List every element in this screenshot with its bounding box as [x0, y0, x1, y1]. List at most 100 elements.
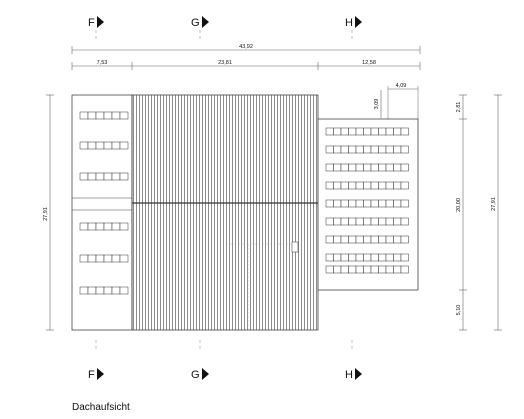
solar-panel — [340, 127, 349, 136]
solar-panel — [79, 141, 89, 150]
solar-panel — [393, 199, 402, 208]
solar-panel — [325, 235, 334, 244]
solar-panel — [355, 217, 364, 226]
solar-panel — [325, 265, 334, 274]
solar-panel — [355, 181, 364, 190]
solar-panel — [340, 199, 349, 208]
solar-panel — [363, 235, 372, 244]
solar-panel — [87, 222, 97, 231]
solar-panel — [370, 235, 379, 244]
solar-panel — [79, 172, 89, 181]
solar-panel — [340, 163, 349, 172]
solar-panel — [370, 163, 379, 172]
solar-panel — [393, 235, 402, 244]
solar-panel — [363, 181, 372, 190]
solar-panel — [95, 286, 105, 295]
solar-panel — [348, 145, 357, 154]
solar-panel — [385, 253, 394, 262]
axis-marker-top-f: F — [88, 16, 104, 29]
axis-marker-bottom-g: G — [191, 368, 209, 381]
solar-panel — [393, 253, 402, 262]
solar-panel — [333, 199, 342, 208]
dimension-label-right-3: 5,10 — [456, 305, 462, 316]
solar-panel — [370, 253, 379, 262]
solar-panel — [378, 199, 387, 208]
solar-panel — [393, 127, 402, 136]
solar-panel — [87, 286, 97, 295]
solar-panel — [355, 163, 364, 172]
solar-panel — [385, 217, 394, 226]
solar-panel — [370, 265, 379, 274]
solar-panel — [325, 145, 334, 154]
solar-panel — [111, 111, 121, 120]
solar-panel — [378, 127, 387, 136]
solar-panel — [333, 145, 342, 154]
solar-panel — [400, 217, 409, 226]
solar-panel — [333, 253, 342, 262]
solar-panel — [363, 199, 372, 208]
solar-panel — [355, 253, 364, 262]
solar-panel — [95, 222, 105, 231]
solar-panel — [103, 286, 113, 295]
solar-panel — [348, 217, 357, 226]
left-wing-solar-panels — [79, 111, 129, 295]
right-wing-solar-panels — [325, 127, 409, 274]
axis-marker-bottom-h: H — [345, 368, 362, 381]
solar-panel — [363, 145, 372, 154]
dimension-small-height: 3,09 — [374, 90, 382, 118]
solar-panel — [355, 265, 364, 274]
solar-panel — [363, 127, 372, 136]
solar-panel — [103, 222, 113, 231]
dimension-label-overall: 43,92 — [239, 44, 253, 50]
solar-panel — [87, 111, 97, 120]
solar-panel — [400, 181, 409, 190]
dimension-left-height: 27,91 — [43, 94, 54, 331]
solar-panel — [400, 199, 409, 208]
solar-panel — [95, 172, 105, 181]
solar-panel — [103, 254, 113, 263]
solar-panel — [348, 163, 357, 172]
solar-panel — [111, 254, 121, 263]
solar-panel — [95, 254, 105, 263]
solar-panel — [378, 181, 387, 190]
axis-label-bottom-h: H — [345, 369, 353, 381]
solar-panel — [355, 199, 364, 208]
solar-panel — [340, 235, 349, 244]
dimension-segments: 7,53 23,81 12,58 — [71, 60, 421, 70]
solar-panel — [111, 286, 121, 295]
axis-marker-top-h: H — [345, 16, 362, 29]
solar-panel — [348, 265, 357, 274]
solar-panel — [103, 111, 113, 120]
solar-panel — [370, 127, 379, 136]
solar-panel — [355, 235, 364, 244]
solar-panel — [95, 111, 105, 120]
solar-panel — [400, 127, 409, 136]
solar-panel — [385, 199, 394, 208]
solar-panel — [119, 254, 129, 263]
solar-panel — [378, 145, 387, 154]
roof-hatch — [291, 241, 299, 253]
right-wing-roof — [317, 118, 419, 291]
solar-panel — [340, 217, 349, 226]
dimension-label-left-height: 27,91 — [43, 207, 49, 221]
dimension-label-right-2: 20,00 — [456, 198, 462, 212]
solar-panel — [325, 127, 334, 136]
dimension-label-small-height: 3,09 — [374, 99, 380, 110]
solar-panel — [400, 253, 409, 262]
solar-panel — [385, 163, 394, 172]
dimension-overall-width: 43,92 — [71, 44, 421, 54]
solar-panel — [333, 163, 342, 172]
solar-panel — [370, 217, 379, 226]
solar-panel — [348, 199, 357, 208]
solar-panel — [340, 181, 349, 190]
solar-panel — [400, 265, 409, 274]
solar-panel — [385, 181, 394, 190]
dimension-label-segment-2: 23,81 — [218, 60, 232, 66]
solar-panel — [393, 181, 402, 190]
axis-marker-top-g: G — [191, 16, 209, 29]
dimension-right-total: 27,91 — [491, 94, 502, 331]
solar-panel — [333, 127, 342, 136]
solar-panel — [400, 145, 409, 154]
solar-panel — [393, 163, 402, 172]
